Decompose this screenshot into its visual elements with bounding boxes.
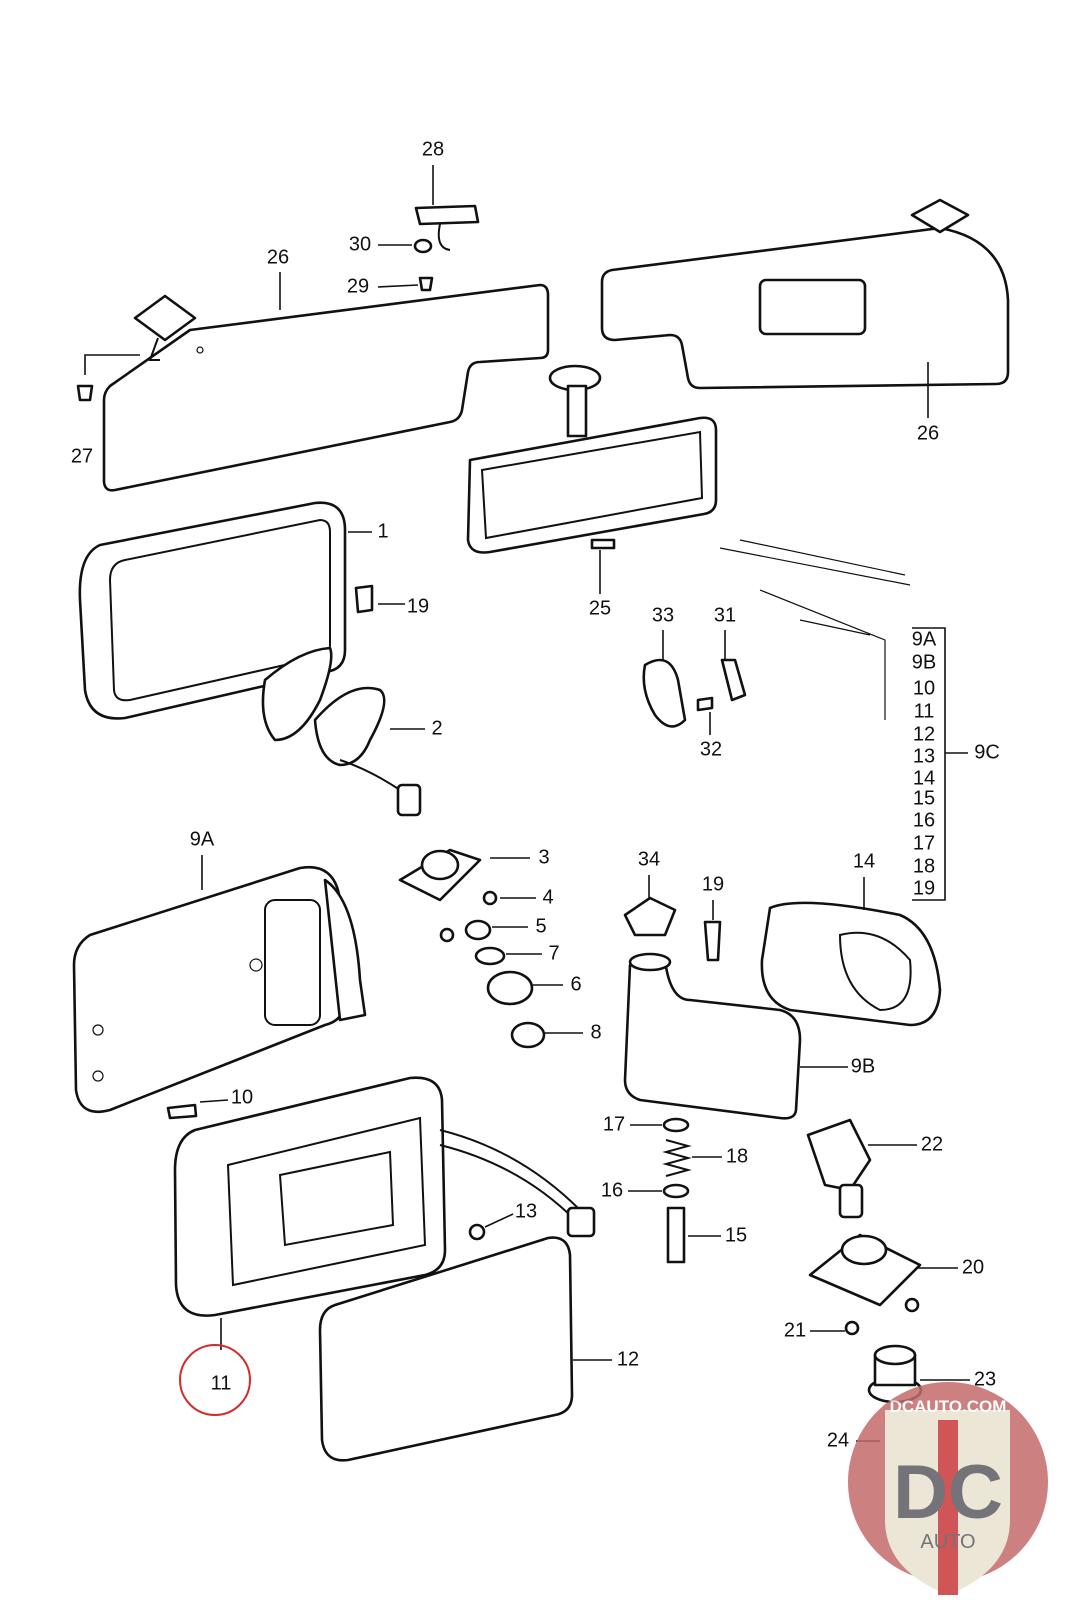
callout-9b: 9B [850,1055,876,1078]
switch-22 [806,1118,872,1219]
callout-15: 15 [724,1224,748,1247]
base-20 [808,1233,922,1307]
screws-21 [844,1297,920,1336]
door-frame [719,539,911,720]
callout-28: 28 [421,138,445,161]
callout-34: 34 [637,848,661,871]
group-label-9c: 9C [974,741,1000,764]
interior-mirror [466,364,718,554]
group-item: 17 [912,832,936,855]
callout-1: 1 [377,520,389,543]
group-item: 16 [912,809,936,832]
screw-10 [166,1103,198,1120]
callout-32: 32 [699,738,723,761]
gasket-14 [760,901,942,1027]
callout-17: 17 [602,1113,626,1136]
callout-10: 10 [230,1086,254,1109]
callout-33: 33 [651,604,675,627]
callout-7: 7 [548,942,560,965]
callout-27: 27 [70,445,94,468]
highlight-circle [179,1344,251,1416]
screw-19 [354,584,374,614]
callout-19b: 19 [701,873,725,896]
group-item: 13 [912,745,936,768]
group-item: 15 [912,787,936,810]
callout-8: 8 [590,1021,602,1044]
dcauto-watermark-logo: DCAUTO.COM DC AUTO [848,1382,1048,1595]
group-item: 10 [912,677,936,700]
bushing-6 [486,970,534,1006]
group-item: 18 [912,855,936,878]
cover-33 [642,658,687,728]
outside-mirror [78,501,347,742]
callout-13: 13 [514,1200,538,1223]
callout-23: 23 [973,1368,997,1391]
group-item: 11 [913,700,935,723]
screw-13 [468,1223,486,1241]
clip-8 [510,1021,546,1049]
nut [413,238,433,254]
callout-14: 14 [852,850,876,873]
bracket-31 [696,658,747,712]
mirror-housing-9a [72,865,367,1114]
callout-30: 30 [348,233,372,256]
callout-6: 6 [570,973,582,996]
callout-19: 19 [406,595,430,618]
arm-9b [623,952,802,1120]
callout-4: 4 [542,886,554,909]
callout-12: 12 [616,1348,640,1371]
group-item: 9B [911,651,937,674]
callout-26: 26 [266,246,290,269]
mirror-base-11 [173,1076,596,1317]
callout-3: 3 [538,846,550,869]
spring-parts [662,1117,692,1264]
svg-text:AUTO: AUTO [920,1531,975,1553]
screws-4-5 [439,890,498,943]
group-item: 9A [911,628,937,651]
svg-text:DC: DC [893,1450,1003,1535]
callout-21: 21 [783,1319,807,1342]
clip [414,204,480,251]
callout-31: 31 [713,604,737,627]
gasket-34 [623,896,677,937]
callout-26b: 26 [916,422,940,445]
svg-text:DCAUTO.COM: DCAUTO.COM [890,1397,1007,1416]
callout-29: 29 [346,275,370,298]
callout-5: 5 [535,915,547,938]
group-item: 14 [912,767,936,790]
callout-24: 24 [826,1429,850,1452]
screw-27 [76,384,94,402]
callout-25: 25 [588,597,612,620]
callout-22: 22 [920,1133,944,1156]
callout-2: 2 [431,717,443,740]
group-item: 19 [912,877,936,900]
callout-20: 20 [961,1256,985,1279]
callout-18: 18 [725,1145,749,1168]
sun-visor-left [102,283,550,492]
gasket [313,686,422,817]
sun-visor-right [600,198,1010,390]
callout-11: 11 [210,1372,232,1395]
screw-19b [703,920,722,962]
callout-9a: 9A [189,828,215,851]
callout-16: 16 [600,1179,624,1202]
ring-7 [474,946,506,966]
base-3 [398,848,482,902]
group-item: 12 [912,723,936,746]
mirror-glass-12 [318,1236,574,1462]
screw-29 [418,276,434,292]
